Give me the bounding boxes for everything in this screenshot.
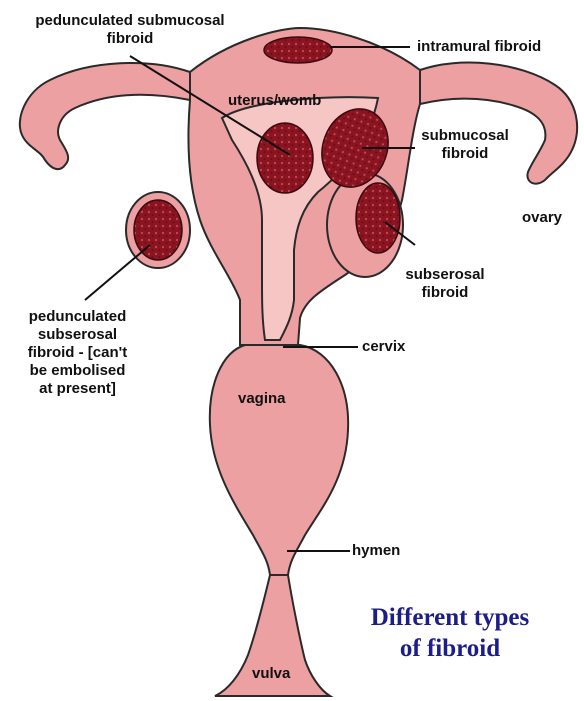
caption-line2: of fibroid: [330, 633, 570, 664]
vagina-shape: [210, 345, 348, 575]
label-subserosal-fibroid: subserosal fibroid: [385, 266, 505, 302]
label-pedunculated-submucosal-line2: fibroid: [0, 30, 260, 48]
label-uterus-womb: uterus/womb: [228, 92, 321, 110]
label-submucosal-line1: submucosal: [410, 127, 520, 145]
label-submucosal-fibroid: submucosal fibroid: [410, 127, 520, 163]
label-subserosal-line1: subserosal: [385, 266, 505, 284]
label-pedunculated-submucosal-line1: pedunculated submucosal: [0, 12, 260, 30]
label-ped-subserosal-line4: be embolised: [10, 362, 145, 380]
label-hymen: hymen: [352, 542, 400, 560]
label-intramural-fibroid: intramural fibroid: [417, 38, 541, 56]
right-fallopian-tube: [420, 63, 577, 184]
label-ped-subserosal-line1: pedunculated: [10, 308, 145, 326]
label-pedunculated-submucosal: pedunculated submucosal fibroid: [0, 12, 260, 48]
label-ped-subserosal-line2: subserosal: [10, 326, 145, 344]
label-cervix: cervix: [362, 338, 405, 356]
subserosal-fibroid: [356, 183, 400, 253]
diagram-caption: Different types of fibroid: [330, 602, 570, 664]
label-vulva: vulva: [252, 665, 290, 683]
label-ovary: ovary: [522, 209, 562, 227]
caption-line1: Different types: [330, 602, 570, 633]
left-fallopian-tube: [20, 63, 190, 169]
intramural-fibroid: [264, 37, 332, 63]
pedunculated-submucosal-fibroid: [257, 123, 313, 193]
label-submucosal-line2: fibroid: [410, 145, 520, 163]
label-ped-subserosal-line3: fibroid - [can't: [10, 344, 145, 362]
label-ped-subserosal-line5: at present]: [10, 380, 145, 398]
leader-pedunculated-subserosal: [85, 245, 150, 300]
label-vagina: vagina: [238, 390, 286, 408]
label-subserosal-line2: fibroid: [385, 284, 505, 302]
pedunculated-subserosal-fibroid: [134, 200, 182, 260]
label-pedunculated-subserosal: pedunculated subserosal fibroid - [can't…: [10, 308, 145, 398]
